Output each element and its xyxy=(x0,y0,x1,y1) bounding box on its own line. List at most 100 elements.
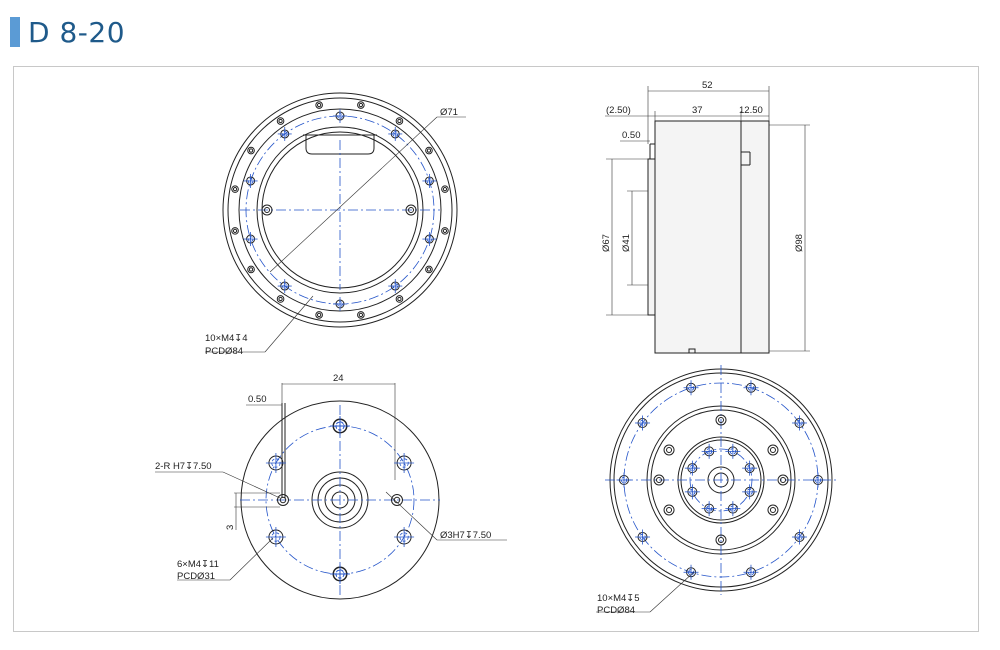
tapped-hole xyxy=(333,109,347,123)
tapped-hole xyxy=(330,564,350,584)
bore-label: Ø3H7↧7.50 xyxy=(440,530,491,541)
tapped-hole xyxy=(791,529,807,545)
tapped-holes-outer xyxy=(616,380,826,580)
tapped-hole xyxy=(684,460,700,476)
bottom-left-view: 24 0.50 2-R H7↧7.50 3 Ø3H7↧7.50 6×M4↧11 … xyxy=(155,373,507,600)
dim-050-label: 0.50 xyxy=(622,130,641,141)
tapped-hole xyxy=(243,232,258,247)
tapped-hole xyxy=(333,297,347,311)
tapped-holes xyxy=(243,109,437,311)
dia71-label: Ø71 xyxy=(440,107,458,118)
title-accent-bar xyxy=(10,17,20,47)
recess-hole xyxy=(715,534,727,546)
tapped-hole xyxy=(742,460,758,476)
recess-hole xyxy=(767,444,779,456)
tapped-hole xyxy=(388,279,403,294)
recess-hole xyxy=(777,474,789,486)
dim-3-label: 3 xyxy=(225,525,236,530)
rim-hole xyxy=(231,185,239,193)
recess-holes xyxy=(653,414,789,546)
top-left-view: Ø71 10×M4↧4 PCDØ84 xyxy=(205,92,466,357)
dim-98-label: Ø98 xyxy=(794,234,805,252)
tapped-hole xyxy=(616,472,632,488)
tapped-hole xyxy=(684,484,700,500)
tapped-hole xyxy=(422,232,437,247)
dim-37-label: 37 xyxy=(692,105,703,116)
recess-hole xyxy=(767,504,779,516)
rim-holes xyxy=(231,101,449,319)
holes-leader xyxy=(264,295,314,353)
tapped-hole xyxy=(683,564,699,580)
title-text: D 8-20 xyxy=(28,15,126,49)
tapped-holes-inner xyxy=(684,443,758,517)
rim-hole xyxy=(441,227,449,235)
dim-41-label: Ø41 xyxy=(621,234,632,252)
tapped-hole xyxy=(701,501,717,517)
holes-label: 6×M4↧11 xyxy=(177,559,219,570)
tapped-hole xyxy=(725,501,741,517)
rim-hole xyxy=(357,101,365,109)
dim-paren-label: (2.50) xyxy=(606,105,631,116)
rim-hole xyxy=(315,101,323,109)
dim-52-label: 52 xyxy=(702,80,713,91)
dim-24-label: 24 xyxy=(333,373,344,384)
tapped-hole xyxy=(743,380,759,396)
rim-hole xyxy=(315,311,323,319)
rim-hole xyxy=(395,295,404,303)
holes-label: 10×M4↧5 xyxy=(597,593,640,604)
pcd-label: PCDØ31 xyxy=(177,571,215,582)
tapped-hole xyxy=(330,416,350,436)
tapped-hole xyxy=(422,173,437,188)
side-screw-left xyxy=(261,204,273,216)
holes-label: 10×M4↧4 xyxy=(205,333,248,344)
rim-hole xyxy=(231,227,239,235)
tapped-hole xyxy=(725,443,741,459)
rim-hole xyxy=(425,265,433,274)
outer-rim xyxy=(222,92,458,328)
rim-hole xyxy=(247,265,255,274)
tapped-hole xyxy=(388,126,403,141)
dim-1250-label: 12.50 xyxy=(739,105,763,116)
recess-hole xyxy=(653,474,665,486)
tapped-hole xyxy=(791,415,807,431)
page-title: D 8-20 xyxy=(10,14,125,50)
rim-hole xyxy=(357,311,365,319)
pcd-label: PCDØ84 xyxy=(205,346,243,357)
top-right-view: 52 (2.50) 37 12.50 0.50 Ø67 Ø41 Ø98 xyxy=(601,80,810,354)
side-screw-right xyxy=(405,204,417,216)
tapped-hole xyxy=(394,527,415,547)
tapped-holes xyxy=(265,416,415,584)
rim-hole xyxy=(441,185,449,193)
tapped-hole xyxy=(810,472,826,488)
tapped-hole xyxy=(243,173,258,188)
recess-hole xyxy=(663,444,675,456)
dia71-leader xyxy=(269,116,438,273)
tapped-hole xyxy=(683,380,699,396)
rim-hole xyxy=(247,146,255,155)
rim-hole xyxy=(395,117,404,125)
tapped-hole xyxy=(635,415,651,431)
recess-hole xyxy=(715,414,727,426)
holes-leader xyxy=(649,571,695,613)
radius-label: 2-R H7↧7.50 xyxy=(155,461,212,472)
recess-hole xyxy=(663,504,675,516)
radius-leader xyxy=(222,471,281,499)
rim-inner xyxy=(227,97,453,323)
rim-hole xyxy=(425,146,433,155)
dim-67-label: Ø67 xyxy=(601,234,612,252)
tapped-hole xyxy=(635,529,651,545)
pcd-label: PCDØ84 xyxy=(597,605,635,616)
rim-hole xyxy=(276,117,285,125)
holes-leader xyxy=(229,537,274,581)
body-main xyxy=(654,120,742,354)
tapped-hole xyxy=(265,453,286,473)
tapped-hole xyxy=(394,453,415,473)
tapped-hole xyxy=(277,126,292,141)
tapped-hole xyxy=(701,443,717,459)
front-plate xyxy=(647,158,656,316)
flange xyxy=(740,120,770,354)
bore-leader xyxy=(385,491,438,541)
tapped-hole xyxy=(265,527,286,547)
dowel-hole-left xyxy=(277,494,289,506)
